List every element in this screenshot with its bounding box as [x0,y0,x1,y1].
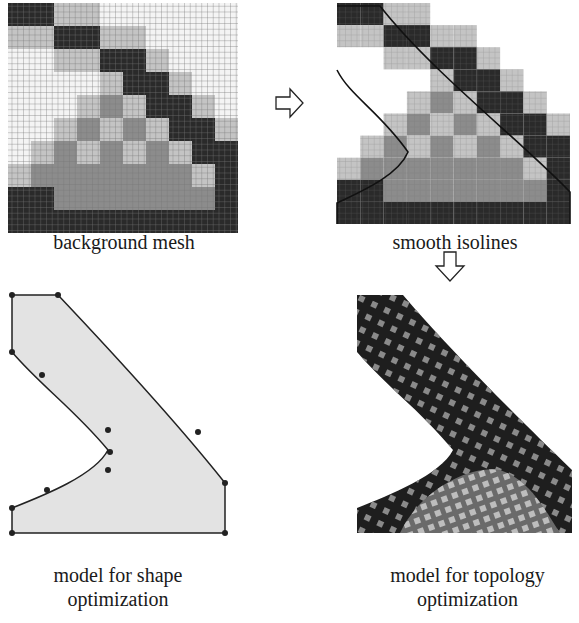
shape-model [12,295,225,533]
density-cells [337,3,570,224]
topology-model [350,290,579,540]
caption: smooth isolines [345,230,565,254]
caption: background mesh [14,230,234,254]
caption: model for shape optimization [18,563,218,611]
caption: model for topology optimization [360,563,575,611]
process-arrow [276,89,303,117]
process-arrow [436,252,464,281]
control-points [9,292,228,536]
background-mesh [8,3,238,233]
isoline [337,6,570,224]
